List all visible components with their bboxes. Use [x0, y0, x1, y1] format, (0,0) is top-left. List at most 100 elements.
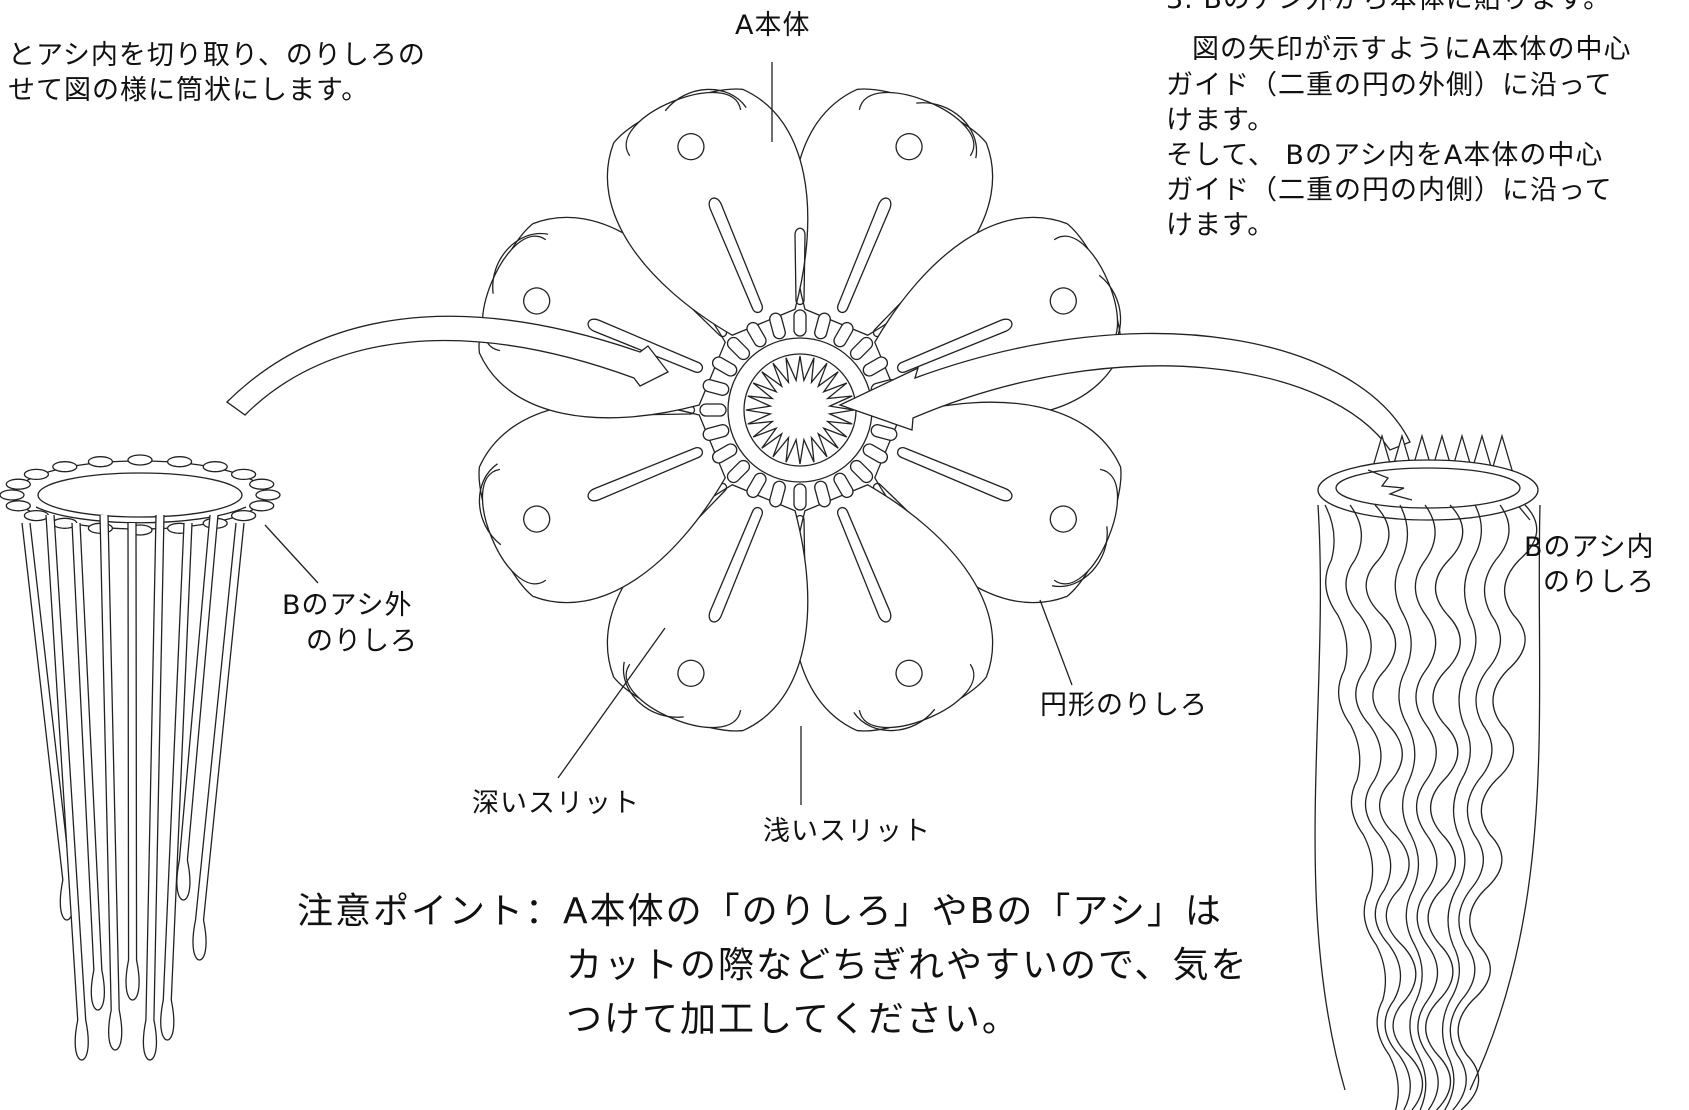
deep-slit: [835, 506, 893, 624]
outer-leg-glue-tab: [250, 501, 274, 511]
caution-line-3: つけて加工してください。: [566, 999, 1020, 1040]
inner-leg: [1366, 505, 1422, 1110]
inner-leg: [1443, 505, 1482, 1110]
label-circle-tab: 円形のりしろ: [1040, 690, 1208, 721]
label-b-inner-1: Bのアシ内: [1524, 532, 1655, 563]
flower-petal: [582, 63, 853, 359]
label-b-outer-1: Bのアシ外: [282, 590, 413, 621]
instruction-right-line-2: ガイド（二重の円の外側）に沿って: [1166, 70, 1613, 101]
deep-slit: [896, 445, 1014, 503]
deep-slit: [586, 317, 704, 375]
deep-slit: [586, 445, 704, 503]
instruction-right-line-5: ガイド（二重の円の内側）に沿って: [1166, 175, 1613, 206]
instruction-right-line-4: そして、 Bのアシ内をA本体の中心: [1166, 140, 1604, 171]
instruction-right-line-3: けます。: [1166, 105, 1276, 136]
small-glue-tab: [813, 312, 831, 340]
label-b-inner-2: のりしろ: [1543, 567, 1655, 598]
small-glue-tab: [725, 335, 752, 362]
outer-leg: [143, 515, 164, 1060]
inner-leg: [1325, 505, 1398, 1110]
label-shallow-slit: 浅いスリット: [763, 816, 931, 847]
circle-glue-tab: [1046, 284, 1080, 318]
outer-leg-glue-tab: [250, 479, 274, 489]
circle-glue-tab: [892, 130, 926, 164]
circle-glue-tab: [674, 130, 708, 164]
instruction-right-line-6: けます。: [1166, 210, 1276, 241]
small-glue-tab: [702, 378, 730, 396]
center-double-circle: [728, 338, 872, 482]
outer-leg-glue-tab: [24, 469, 48, 479]
circle-glue-tab: [892, 656, 926, 690]
small-glue-tab: [794, 310, 806, 336]
small-glue-tab: [848, 335, 875, 362]
right-arrow: [840, 333, 1410, 450]
outer-leg: [100, 515, 122, 1050]
small-glue-tab: [745, 471, 768, 500]
small-glue-tab: [702, 423, 730, 441]
b-outer-legs-cylinder: [0, 455, 280, 1060]
outer-leg-glue-tab: [256, 490, 280, 500]
small-glue-tab: [700, 404, 726, 416]
inner-leg-edge: [1470, 505, 1540, 1090]
inner-leg: [1415, 505, 1438, 1110]
inner-leg: [1346, 505, 1410, 1110]
circle-glue-tab: [1046, 502, 1080, 536]
small-glue-tab: [848, 458, 875, 485]
instruction-right-heading: 3. Bのアシ外から本体に貼ります。: [1166, 0, 1611, 17]
left-arrow: [227, 316, 668, 415]
flower-petal: [747, 461, 1018, 757]
a-body-flower: [453, 63, 1146, 756]
small-glue-tab: [745, 320, 768, 349]
small-glue-tab: [725, 458, 752, 485]
outer-leg: [177, 515, 218, 900]
small-glue-tab: [768, 312, 786, 340]
outer-leg: [72, 523, 104, 1010]
inner-leg: [1458, 505, 1537, 1110]
outer-leg-glue-tab: [232, 511, 256, 521]
outer-leg-glue-tab: [6, 501, 30, 511]
instruction-left-line-2: せて図の様に筒状にします。: [8, 75, 370, 106]
inner-leg: [1395, 505, 1426, 1110]
outer-leg-glue-tab: [168, 457, 192, 467]
small-glue-tab: [832, 471, 855, 500]
inner-leg: [1450, 505, 1509, 1110]
inner-leg: [1426, 505, 1463, 1110]
circle-glue-tab: [674, 656, 708, 690]
label-b-outer-2: のりしろ: [306, 626, 418, 657]
deep-slit: [707, 506, 765, 624]
inner-leg-edge: [1315, 505, 1345, 1090]
outer-leg: [46, 515, 88, 1060]
small-glue-tab: [813, 480, 831, 508]
label-a-body: A本体: [735, 10, 811, 41]
leader-circle-tab: [1040, 600, 1072, 685]
small-glue-tab: [832, 320, 855, 349]
small-glue-tab: [861, 442, 890, 465]
deep-slit: [896, 317, 1014, 375]
outer-leg-glue-tab: [6, 479, 30, 489]
outer-leg-glue-tab: [53, 462, 77, 472]
outer-leg-glue-tab: [203, 462, 227, 472]
deep-slit: [835, 196, 893, 314]
outer-leg: [193, 523, 244, 960]
outer-leg-glue-tab: [0, 490, 24, 500]
label-deep-slit: 深いスリット: [472, 788, 640, 819]
deep-slit: [707, 196, 765, 314]
leader-deep-slit: [558, 628, 665, 778]
small-glue-tab: [861, 355, 890, 378]
caution-line-1: 注意ポイント：A本体の「のりしろ」やBの「アシ」は: [297, 891, 1223, 932]
outer-leg-glue-tab: [24, 511, 48, 521]
small-glue-tab: [768, 480, 786, 508]
instruction-left-line-1: とアシ内を切り取り、のりしろの: [8, 40, 426, 71]
outer-leg-glue-tab: [128, 455, 152, 465]
b-inner-legs-cylinder: [1315, 436, 1540, 1110]
circle-glue-tab: [520, 284, 554, 318]
center-star-tabs: [746, 356, 854, 464]
leader-b-outer: [265, 525, 318, 583]
outer-leg: [161, 523, 192, 1040]
small-glue-tab: [794, 484, 806, 510]
instruction-right-line-1: 図の矢印が示すようにA本体の中心: [1192, 34, 1632, 65]
small-glue-tab: [870, 423, 898, 441]
outer-leg: [126, 523, 139, 1000]
